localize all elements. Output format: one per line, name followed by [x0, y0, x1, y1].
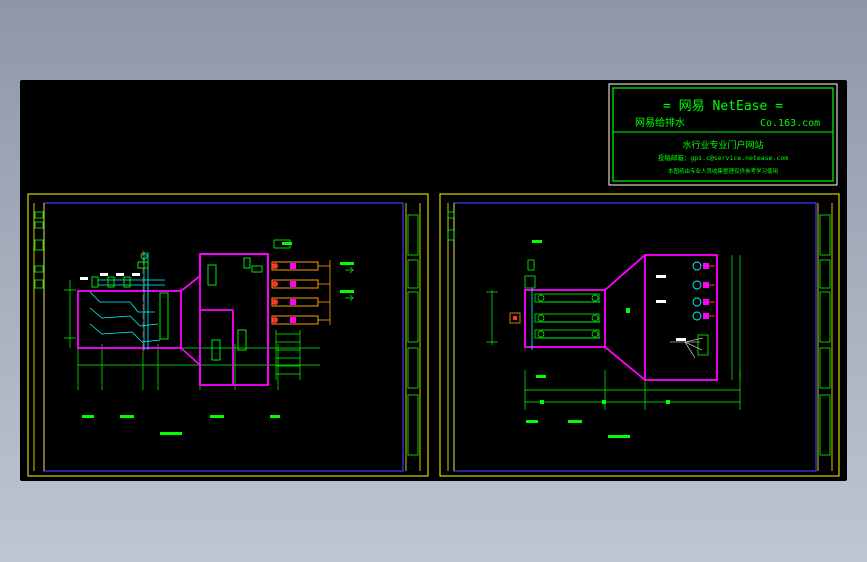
left-sheet-side-strip [33, 203, 45, 471]
cad-drawing: = 网易 NetEase = 网易给排水 Co.163.com 水行业专业门户网… [27, 83, 840, 477]
right-plan-walls [524, 254, 718, 381]
left-sheet [27, 193, 429, 477]
left-plan-equipment [271, 239, 354, 380]
right-plan-equipment [670, 261, 715, 359]
right-sheet-side-strip [447, 203, 455, 471]
left-plan-pipes [89, 252, 165, 350]
left-plan-fittings [91, 252, 263, 361]
left-sheet-title-block [405, 203, 421, 471]
cad-drawing-area: = 网易 NetEase = 网易给排水 Co.163.com 水行业专业门户网… [20, 80, 847, 481]
right-plan-tags [526, 240, 686, 438]
right-plan-pipes [531, 288, 600, 350]
right-sheet-title-block [817, 203, 833, 471]
watermark-box: = 网易 NetEase = 网易给排水 Co.163.com 水行业专业门户网… [608, 83, 838, 186]
left-plan-tags [80, 242, 354, 435]
left-plan-walls [77, 253, 269, 386]
watermark-title: = 网易 NetEase = [663, 99, 783, 114]
watermark-email: 投稿邮箱：gps.c@service.netease.com [658, 153, 788, 162]
right-sheet [439, 193, 840, 477]
watermark-left-label: 网易给排水 [635, 116, 685, 129]
right-plan-fittings [509, 259, 600, 339]
right-dimensions [486, 255, 741, 410]
watermark-right-label: Co.163.com [760, 118, 820, 129]
left-dimensions [64, 280, 320, 390]
watermark-portal: 水行业专业门户网站 [682, 139, 763, 151]
watermark-note: 本图纸由专业人员收集整理仅供参考学习使用 [668, 167, 778, 175]
